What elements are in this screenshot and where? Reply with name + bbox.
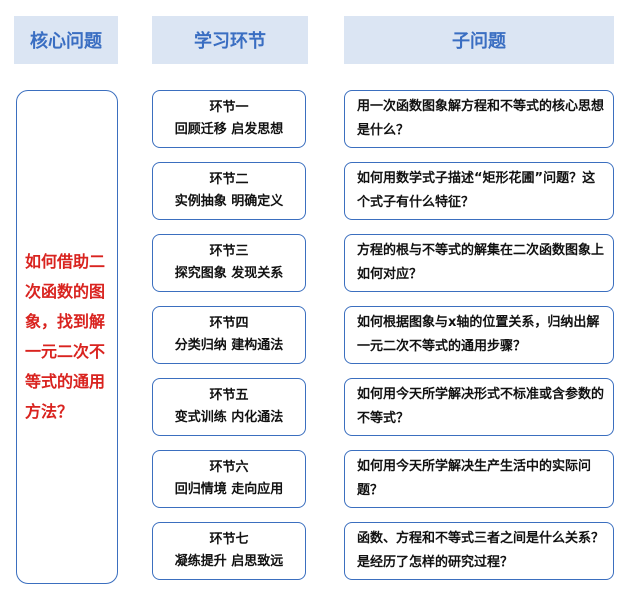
- step-subtitle: 凝练提升 启思致远: [174, 554, 284, 569]
- sub-question-box-2: 如何用数学式子描述“矩形花圃”问题？这个式子有什么特征？: [344, 162, 614, 220]
- step-title: 环节二: [209, 172, 249, 187]
- step-box-3: 环节三 探究图象 发现关系: [152, 234, 306, 292]
- sub-question-box-6: 如何用今天所学解决生产生活中的实际问题？: [344, 450, 614, 508]
- step-box-1: 环节一 回顾迁移 启发思想: [152, 90, 306, 148]
- step-title: 环节五: [209, 388, 249, 403]
- sub-question-box-4: 如何根据图象与x轴的位置关系，归纳出解一元二次不等式的通用步骤？: [344, 306, 614, 364]
- step-box-7: 环节七 凝练提升 启思致远: [152, 522, 306, 580]
- step-subtitle: 探究图象 发现关系: [174, 266, 284, 281]
- step-title: 环节七: [209, 532, 249, 547]
- step-title: 环节六: [209, 460, 249, 475]
- step-subtitle: 变式训练 内化通法: [174, 410, 284, 425]
- step-box-5: 环节五 变式训练 内化通法: [152, 378, 306, 436]
- sub-question-box-3: 方程的根与不等式的解集在二次函数图象上如何对应？: [344, 234, 614, 292]
- step-box-6: 环节六 回归情境 走向应用: [152, 450, 306, 508]
- core-question-text: 如何借助二次函数的图象，找到解一元二次不等式的通用方法？: [25, 252, 106, 421]
- step-box-2: 环节二 实例抽象 明确定义: [152, 162, 306, 220]
- core-question-box: 如何借助二次函数的图象，找到解一元二次不等式的通用方法？: [16, 90, 118, 584]
- sub-question-box-1: 用一次函数图象解方程和不等式的核心思想是什么？: [344, 90, 614, 148]
- sub-question-text: 如何用今天所学解决形式不标准或含参数的不等式？: [357, 387, 605, 426]
- sub-question-text: 如何用今天所学解决生产生活中的实际问题？: [357, 459, 592, 498]
- header-learning-steps: 学习环节: [152, 16, 308, 64]
- step-subtitle: 分类归纳 建构通法: [174, 338, 284, 353]
- sub-question-text: 如何根据图象与x轴的位置关系，归纳出解一元二次不等式的通用步骤？: [357, 315, 600, 354]
- step-subtitle: 回归情境 走向应用: [174, 482, 284, 497]
- sub-question-box-5: 如何用今天所学解决形式不标准或含参数的不等式？: [344, 378, 614, 436]
- sub-question-box-7: 函数、方程和不等式三者之间是什么关系？是经历了怎样的研究过程？: [344, 522, 614, 580]
- sub-question-text: 方程的根与不等式的解集在二次函数图象上如何对应？: [357, 243, 605, 282]
- step-title: 环节一: [209, 100, 249, 115]
- step-subtitle: 实例抽象 明确定义: [174, 194, 284, 209]
- sub-question-text: 用一次函数图象解方程和不等式的核心思想是什么？: [357, 99, 605, 138]
- header-core-question: 核心问题: [14, 16, 118, 64]
- header-sub-questions: 子问题: [344, 16, 614, 64]
- step-title: 环节四: [209, 316, 249, 331]
- sub-question-text: 函数、方程和不等式三者之间是什么关系？是经历了怎样的研究过程？: [357, 531, 605, 570]
- step-subtitle: 回顾迁移 启发思想: [174, 122, 284, 137]
- sub-question-text: 如何用数学式子描述“矩形花圃”问题？这个式子有什么特征？: [357, 171, 596, 210]
- step-box-4: 环节四 分类归纳 建构通法: [152, 306, 306, 364]
- step-title: 环节三: [209, 244, 249, 259]
